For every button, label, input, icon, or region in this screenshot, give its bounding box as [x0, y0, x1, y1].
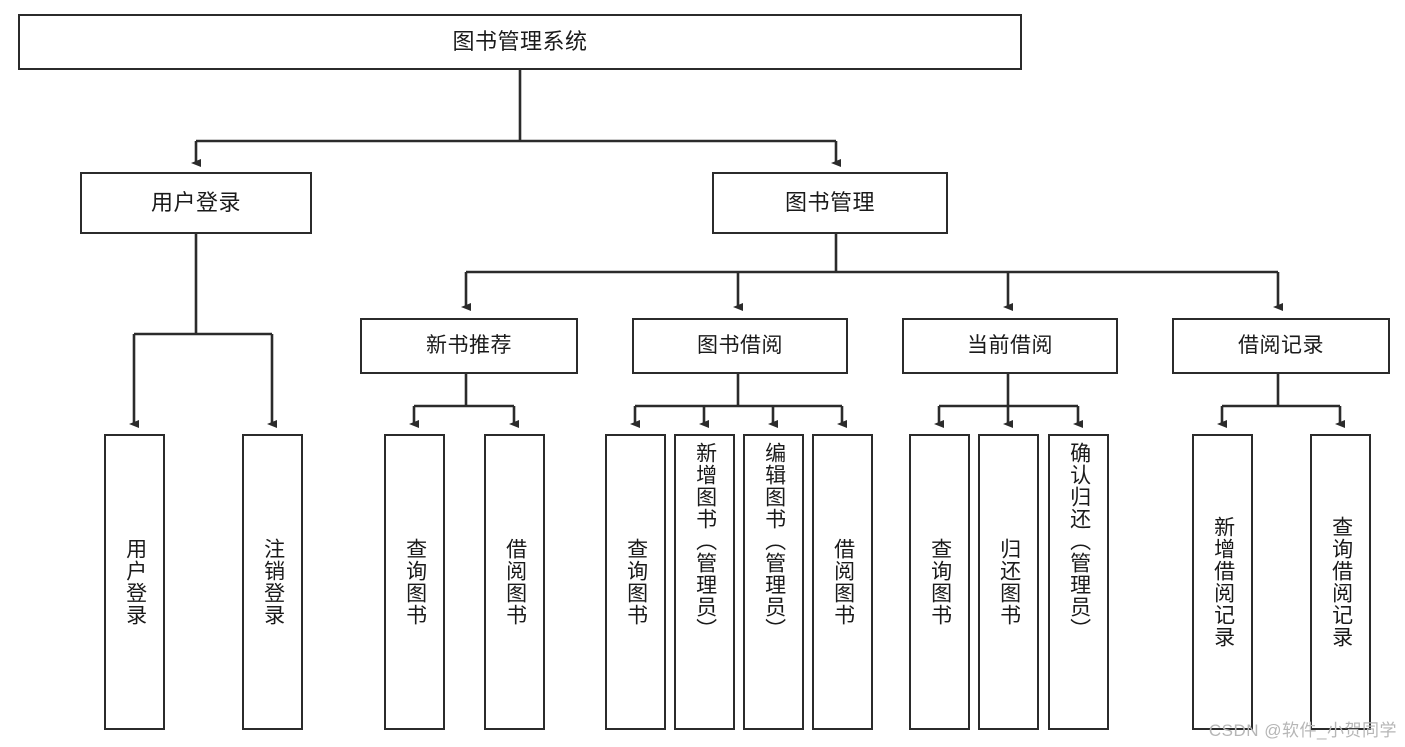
node-current-borrow[interactable]: 当前借阅: [902, 318, 1118, 374]
node-leaf-add-book[interactable]: 新增图书（管理员）: [674, 434, 735, 730]
node-borrow-record[interactable]: 借阅记录: [1172, 318, 1390, 374]
node-leaf-return-book-label: 归还图书: [997, 538, 1021, 626]
node-leaf-confirm-return-label: 确认归还（管理员）: [1067, 442, 1091, 640]
node-new-book-recommend[interactable]: 新书推荐: [360, 318, 578, 374]
node-borrow-record-label: 借阅记录: [1238, 334, 1324, 358]
node-leaf-query-book-1[interactable]: 查询图书: [384, 434, 445, 730]
node-leaf-edit-book[interactable]: 编辑图书（管理员）: [743, 434, 804, 730]
node-leaf-borrow-book-1[interactable]: 借阅图书: [484, 434, 545, 730]
node-leaf-borrow-book-2-label: 借阅图书: [831, 538, 855, 626]
node-user-login-label: 用户登录: [150, 189, 241, 215]
node-book-borrow-label: 图书借阅: [697, 334, 783, 358]
node-leaf-confirm-return[interactable]: 确认归还（管理员）: [1048, 434, 1109, 730]
node-leaf-return-book[interactable]: 归还图书: [978, 434, 1039, 730]
node-leaf-user-login[interactable]: 用户登录: [104, 434, 165, 730]
node-leaf-logout[interactable]: 注销登录: [242, 434, 303, 730]
node-leaf-borrow-book-2[interactable]: 借阅图书: [812, 434, 873, 730]
node-leaf-query-record[interactable]: 查询借阅记录: [1310, 434, 1371, 730]
node-leaf-query-book-1-label: 查询图书: [403, 538, 427, 626]
node-leaf-query-book-3-label: 查询图书: [928, 538, 952, 626]
node-leaf-borrow-book-1-label: 借阅图书: [503, 538, 527, 626]
node-user-login[interactable]: 用户登录: [80, 172, 312, 234]
node-book-borrow[interactable]: 图书借阅: [632, 318, 848, 374]
node-root-system-label: 图书管理系统: [452, 28, 588, 54]
node-current-borrow-label: 当前借阅: [967, 334, 1053, 358]
node-new-book-recommend-label: 新书推荐: [426, 334, 512, 358]
node-leaf-query-book-2[interactable]: 查询图书: [605, 434, 666, 730]
node-leaf-edit-book-label: 编辑图书（管理员）: [762, 442, 786, 640]
node-book-manage[interactable]: 图书管理: [712, 172, 948, 234]
node-leaf-add-book-label: 新增图书（管理员）: [693, 442, 717, 640]
node-leaf-add-record[interactable]: 新增借阅记录: [1192, 434, 1253, 730]
node-leaf-user-login-label: 用户登录: [123, 538, 147, 626]
node-book-manage-label: 图书管理: [784, 189, 875, 215]
node-leaf-add-record-label: 新增借阅记录: [1211, 516, 1235, 648]
node-root-system[interactable]: 图书管理系统: [18, 14, 1022, 70]
node-leaf-query-record-label: 查询借阅记录: [1329, 516, 1353, 648]
node-leaf-query-book-3[interactable]: 查询图书: [909, 434, 970, 730]
node-leaf-logout-label: 注销登录: [261, 538, 285, 626]
node-leaf-query-book-2-label: 查询图书: [624, 538, 648, 626]
